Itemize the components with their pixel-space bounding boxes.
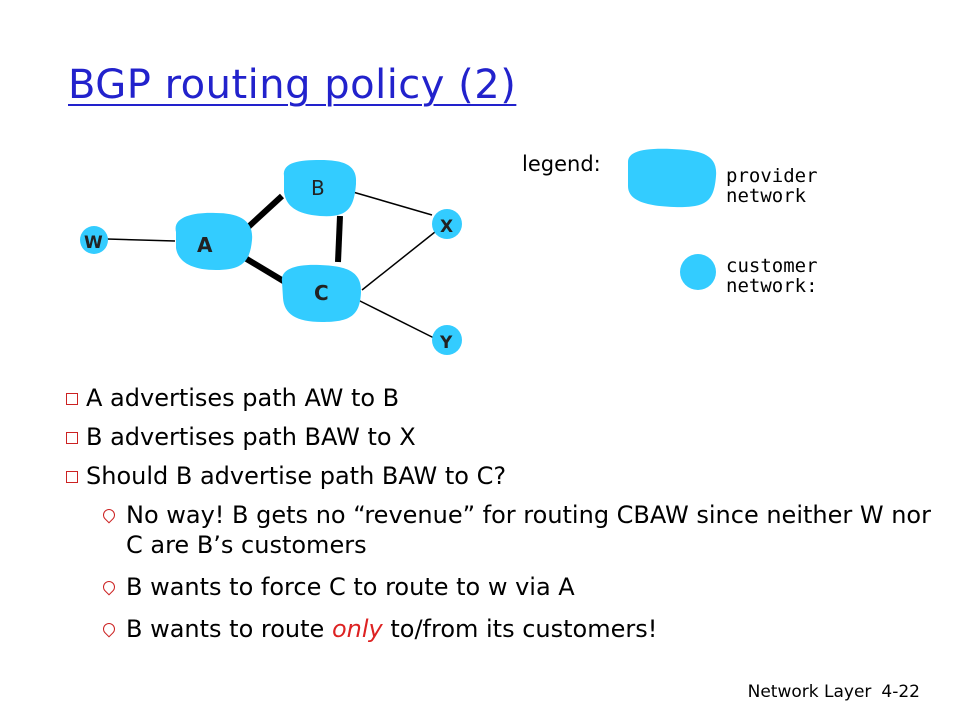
edge-c-y [357,299,439,341]
bullet-box-icon [66,393,78,405]
bullet-text: A advertises path AW to B [86,384,400,412]
network-x [432,209,462,239]
legend-title: legend: [522,152,601,176]
sub-bullet-item: No way! B gets no “revenue” for routing … [86,500,946,560]
legend-customer-label: customer network: [726,256,818,296]
slide-footer: Network Layer 4-22 [738,682,920,702]
sub-bullet-text: B wants to force C to route to w via A [126,573,575,601]
bullet-text: Should B advertise path BAW to C? [86,462,507,490]
sub-bullet-text-after: to/from its customers! [382,615,658,643]
legend-customer-line2: network: [726,275,818,297]
node-label-a: A [197,233,213,257]
bullet-text: B advertises path BAW to X [86,423,416,451]
network-w [80,226,108,254]
edge-c-x [361,227,441,291]
sub-bullet-item: B wants to route only to/from its custom… [86,614,946,644]
node-label-w: W [84,233,103,253]
edge-b-c [335,215,343,263]
bullet-item: B advertises path BAW to X [66,423,946,451]
legend-customer-line1: customer [726,255,818,277]
sub-bullet-item: B wants to force C to route to w via A [86,572,946,602]
bullet-box-icon [66,471,78,483]
sub-bullet-text: No way! B gets no “revenue” for routing … [126,501,931,559]
legend-provider-label: provider network [726,166,818,206]
sub-bullet-emphasis: only [331,615,383,643]
legend-provider-line1: provider [726,165,818,187]
sub-bullet-icon [100,506,118,524]
edge-a-c [243,255,287,285]
sub-bullet-icon [100,620,118,638]
sub-bullet-text-before: B wants to route [126,615,332,643]
footer-page-number: 4-22 [881,682,920,702]
legend-provider-shape [628,148,717,208]
bullet-item: Should B advertise path BAW to C? No way… [66,462,946,644]
bullet-list: A advertises path AW to B B advertises p… [66,384,946,656]
legend-customer-shape [680,254,716,290]
sub-bullet-list: No way! B gets no “revenue” for routing … [86,500,946,644]
node-label-x: X [440,217,453,237]
network-y [432,325,462,355]
edge-w-a [106,238,176,242]
edge-b-x [345,189,433,216]
legend-provider-line2: network [726,185,807,207]
node-label-b: B [311,176,325,200]
node-label-y: Y [439,333,453,353]
slide-title: BGP routing policy (2) [68,62,517,108]
sub-bullet-icon [100,578,118,596]
node-label-c: C [314,281,329,305]
footer-section: Network Layer [747,682,872,702]
network-b [283,160,357,217]
bullet-box-icon [66,432,78,444]
bullet-item: A advertises path AW to B [66,384,946,412]
network-a [175,212,253,270]
edge-a-b [242,193,285,233]
network-c [281,264,362,322]
